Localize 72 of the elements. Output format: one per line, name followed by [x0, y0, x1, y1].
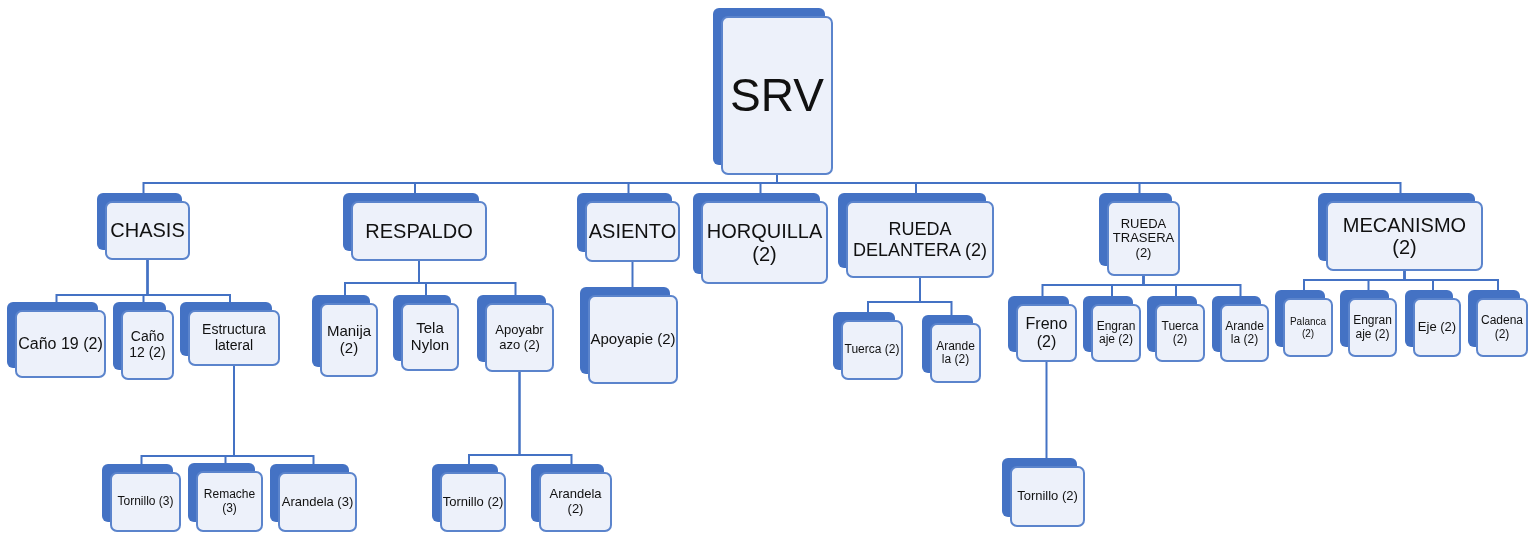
part-box — [180, 302, 280, 366]
part-box — [432, 464, 506, 532]
part-label: SRV — [730, 69, 824, 122]
part-label: Tela Nylon — [409, 320, 451, 354]
connector-line — [418, 260, 517, 296]
part-label: Manija (2) — [325, 323, 373, 357]
connector-line — [919, 277, 953, 316]
part-label: Engran aje (2) — [1095, 319, 1137, 347]
root-box — [713, 8, 833, 175]
part-label: Cadena (2) — [1479, 314, 1524, 341]
part-box — [1405, 290, 1461, 357]
connector-line — [146, 259, 231, 303]
connector-line — [776, 174, 1402, 194]
part-box — [343, 193, 487, 261]
connector-line — [1403, 270, 1499, 291]
part-box — [1147, 296, 1205, 362]
part-box — [1008, 296, 1077, 362]
part-box — [1212, 296, 1269, 362]
part-box — [531, 464, 612, 532]
part-label: Arande la (2) — [935, 339, 976, 367]
part-label: Arandela (3) — [281, 494, 354, 510]
part-box — [577, 193, 680, 262]
part-label: RUEDA TRASERA (2) — [1111, 216, 1176, 261]
part-box — [580, 287, 678, 384]
part-box — [838, 193, 994, 278]
connector-line — [233, 365, 315, 465]
part-label: Caño 12 (2) — [128, 329, 167, 361]
part-box — [1083, 296, 1141, 362]
part-label: RUEDA DELANTERA (2) — [851, 219, 988, 260]
part-box — [113, 302, 174, 380]
part-label: Tuerca (2) — [1160, 319, 1200, 347]
part-label: HORQUILLA (2) — [705, 220, 824, 265]
part-label: Eje (2) — [1417, 320, 1457, 335]
part-label: Apoyabr azo (2) — [494, 322, 545, 353]
part-label: Tornillo (2) — [1017, 489, 1078, 504]
part-label: Tornillo (2) — [442, 494, 504, 510]
connector-line — [631, 261, 634, 288]
part-box — [97, 193, 190, 260]
connector-line — [518, 371, 573, 465]
part-box — [1340, 290, 1397, 357]
part-label: Estructura lateral — [201, 322, 267, 354]
part-label: RESPALDO — [365, 219, 473, 243]
part-box — [922, 315, 981, 383]
part-box — [188, 463, 263, 532]
connector-line — [1045, 361, 1048, 459]
part-box — [1468, 290, 1528, 357]
part-label: Arande la (2) — [1224, 319, 1265, 347]
part-label: ASIENTO — [588, 220, 677, 243]
part-label: Freno (2) — [1024, 315, 1069, 351]
part-box — [312, 295, 378, 377]
part-box — [1318, 193, 1483, 271]
part-box — [7, 302, 106, 378]
part-label: Caño 19 (2) — [18, 335, 103, 353]
part-box — [102, 464, 181, 532]
part-box — [270, 464, 357, 532]
part-label: Arandela (2) — [548, 487, 603, 517]
part-label: MECANISMO (2) — [1341, 213, 1468, 259]
part-box — [393, 295, 459, 371]
part-label: Tuerca (2) — [844, 343, 900, 357]
part-box — [833, 312, 903, 380]
part-label: Remache (3) — [202, 488, 257, 515]
part-box — [693, 193, 828, 284]
part-label: Tornillo (3) — [117, 495, 174, 509]
part-box — [477, 295, 554, 372]
part-label: Engran aje (2) — [1352, 314, 1393, 341]
part-box — [1275, 290, 1333, 357]
connector-line — [1142, 275, 1242, 297]
part-box — [1099, 193, 1180, 276]
part-label: Apoyapie (2) — [590, 331, 676, 348]
part-label: CHASIS — [110, 219, 185, 242]
part-label: Palanca (2) — [1288, 316, 1328, 339]
part-box — [1002, 458, 1085, 527]
